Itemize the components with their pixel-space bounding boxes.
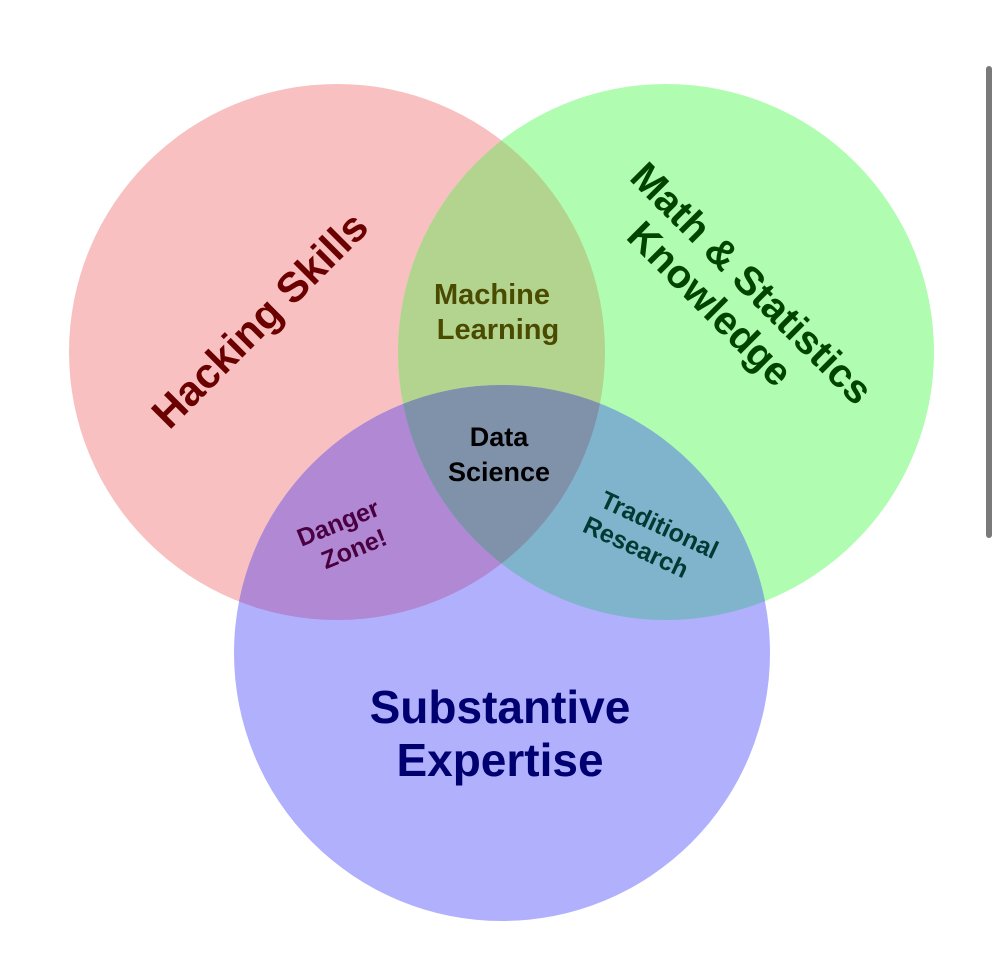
substantive-label: Substantive — [370, 681, 631, 733]
data-science-label: Data — [470, 422, 530, 452]
expertise-label: Expertise — [396, 734, 603, 786]
danger-zone-region — [234, 385, 605, 620]
machine-learning-label-line2: Learning — [437, 314, 559, 346]
machine-learning-label: Machine — [434, 279, 550, 311]
data-science-label-line2: Science — [448, 457, 550, 487]
vertical-scrollbar[interactable] — [986, 66, 992, 538]
traditional-research-region — [398, 385, 770, 620]
